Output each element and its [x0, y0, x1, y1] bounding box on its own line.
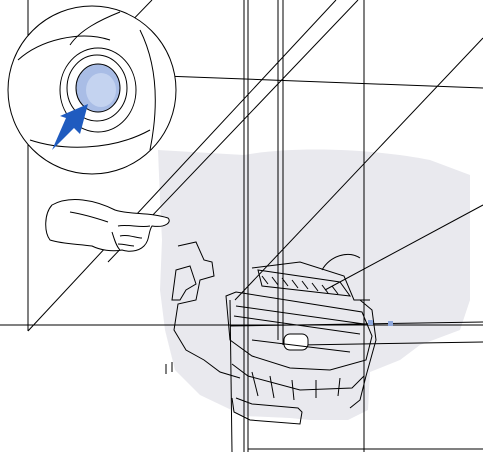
hand-thumb: [69, 211, 109, 223]
leader-diagonal-2: [27, 0, 337, 332]
base-grid-2: [269, 375, 275, 399]
inset-panel-curve-2: [29, 129, 151, 148]
hatch-7: [321, 284, 329, 294]
leader-diagonal-5: [324, 204, 483, 291]
inner-frame: [225, 291, 373, 371]
printer-housing: [244, 149, 470, 421]
leader-diagonal-4: [234, 37, 483, 301]
rear-cover-curve: [321, 254, 361, 271]
base-grid-3: [291, 379, 295, 401]
top-tray-edge: [251, 261, 370, 301]
inset-panel-curve-3: [139, 29, 156, 151]
highlight-mark-1: [368, 320, 373, 325]
printer-side-panel: [158, 150, 244, 416]
base-grid-1: [251, 371, 259, 397]
hand-knuckle: [111, 231, 121, 251]
hatch-details: [261, 275, 339, 295]
release-button-center: [86, 73, 116, 107]
hatch-8: [331, 285, 339, 295]
base-grid-5: [337, 377, 341, 397]
hatch-3: [281, 277, 289, 287]
button-bezel-outer: [59, 47, 137, 133]
inner-rail-2: [233, 315, 361, 335]
leader-vertical-1: [229, 299, 233, 452]
base-frame: [231, 363, 365, 391]
arrow-icon: [52, 104, 88, 150]
hand-icon: [45, 199, 170, 252]
inset-panel-curve-4: [69, 11, 121, 46]
printer-mechanism: [165, 241, 377, 425]
side-latch: [171, 265, 197, 301]
side-cover-edge: [173, 241, 241, 379]
roller: [283, 333, 309, 351]
printer-body-shading: [158, 149, 470, 421]
hatch-6: [311, 282, 319, 292]
hatch-2: [271, 276, 279, 286]
inner-rail-1: [235, 305, 365, 325]
highlight-mark-2: [388, 321, 393, 326]
leader-horizontal-2: [229, 321, 483, 327]
hand-finger-2: [119, 234, 143, 239]
handle: [231, 397, 303, 425]
hatch-4: [291, 279, 299, 289]
magnified-inset: [7, 5, 177, 175]
highlight-marks: [368, 320, 393, 326]
hatch-1: [261, 275, 269, 285]
right-side-frame: [349, 299, 377, 409]
paper-guide: [257, 269, 352, 297]
hand-outline: [45, 199, 170, 252]
inset-panel-curve-1: [17, 35, 111, 61]
leader-horizontal-3: [299, 341, 483, 346]
hand-finger-1: [117, 224, 151, 228]
roller-axle: [251, 339, 351, 353]
hatch-5: [301, 280, 309, 290]
hand-finger-3: [117, 243, 135, 247]
